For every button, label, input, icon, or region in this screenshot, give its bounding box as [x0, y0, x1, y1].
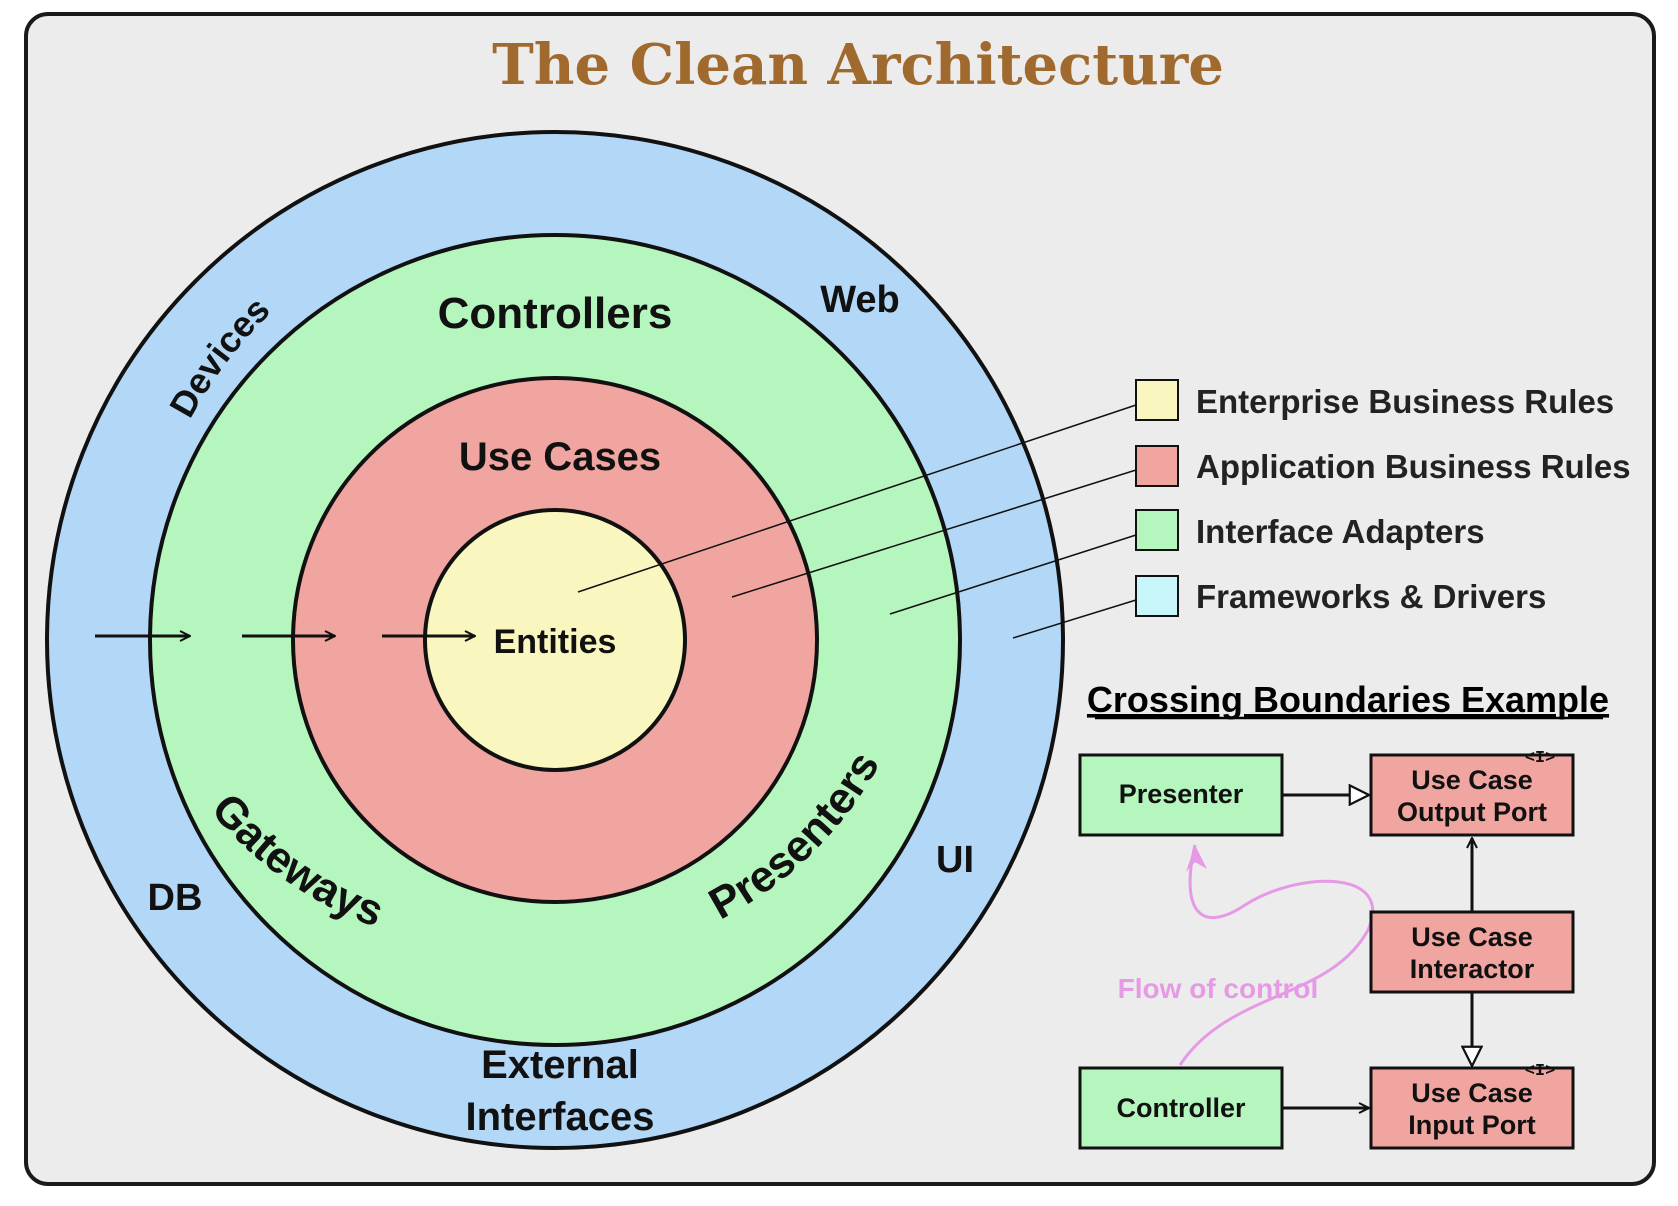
label-entities: Entities: [494, 623, 617, 661]
input-port-label-line2: Input Port: [1408, 1110, 1535, 1140]
label-ui: UI: [936, 839, 974, 881]
crossing-boundaries-title: Crossing Boundaries Example: [1087, 679, 1609, 720]
legend-swatch-enterprise: [1135, 379, 1179, 421]
leader-line-enterprise: [577, 404, 1137, 593]
label-db: DB: [148, 877, 203, 919]
leader-line-application: [731, 469, 1137, 598]
leader-line-adapters: [889, 534, 1137, 615]
presenter-box: Presenter: [1078, 753, 1284, 837]
crossing-connectors: [1282, 795, 1472, 1108]
flow-of-control-label: Flow of control: [1118, 973, 1319, 1004]
legend-label-enterprise: Enterprise Business Rules: [1196, 383, 1614, 420]
interface-marker-input: <I>: [1525, 1062, 1556, 1081]
legend-leader-lines: [577, 404, 1137, 639]
legend-label-application: Application Business Rules: [1196, 448, 1631, 485]
input-port-label-line1: Use Case: [1411, 1078, 1533, 1108]
architecture-rings: [45, 130, 1065, 1150]
page-title: The Clean Architecture: [492, 32, 1224, 98]
legend: Enterprise Business Rules Application Bu…: [1135, 379, 1631, 617]
use-case-output-port-box: Use Case Output Port <I>: [1369, 749, 1575, 837]
label-external: External: [481, 1043, 639, 1087]
output-port-label-line2: Output Port: [1397, 797, 1547, 827]
legend-swatch-adapters: [1135, 509, 1179, 551]
use-case-interactor-box: Use Case Interactor: [1369, 910, 1575, 994]
legend-swatch-application: [1135, 445, 1179, 487]
interactor-label-line1: Use Case: [1411, 922, 1533, 952]
controller-box: Controller: [1078, 1066, 1284, 1150]
label-use-cases: Use Cases: [459, 435, 661, 479]
legend-swatch-frameworks: [1135, 575, 1179, 617]
flow-of-control-curve: [1178, 844, 1375, 1066]
label-controllers: Controllers: [438, 289, 673, 338]
interface-marker-output: <I>: [1525, 749, 1556, 768]
controller-label: Controller: [1116, 1093, 1245, 1123]
label-interfaces: Interfaces: [466, 1095, 655, 1139]
label-web: Web: [820, 279, 900, 321]
ring-entities: [423, 508, 687, 772]
interactor-label-line2: Interactor: [1410, 954, 1535, 984]
leader-line-frameworks: [1012, 599, 1137, 639]
use-case-input-port-box: Use Case Input Port <I>: [1369, 1062, 1575, 1150]
legend-label-frameworks: Frameworks & Drivers: [1196, 578, 1546, 615]
output-port-label-line1: Use Case: [1411, 765, 1533, 795]
flow-of-control-arrowhead: [1186, 845, 1207, 872]
presenter-label: Presenter: [1119, 779, 1244, 809]
legend-label-adapters: Interface Adapters: [1196, 513, 1485, 550]
